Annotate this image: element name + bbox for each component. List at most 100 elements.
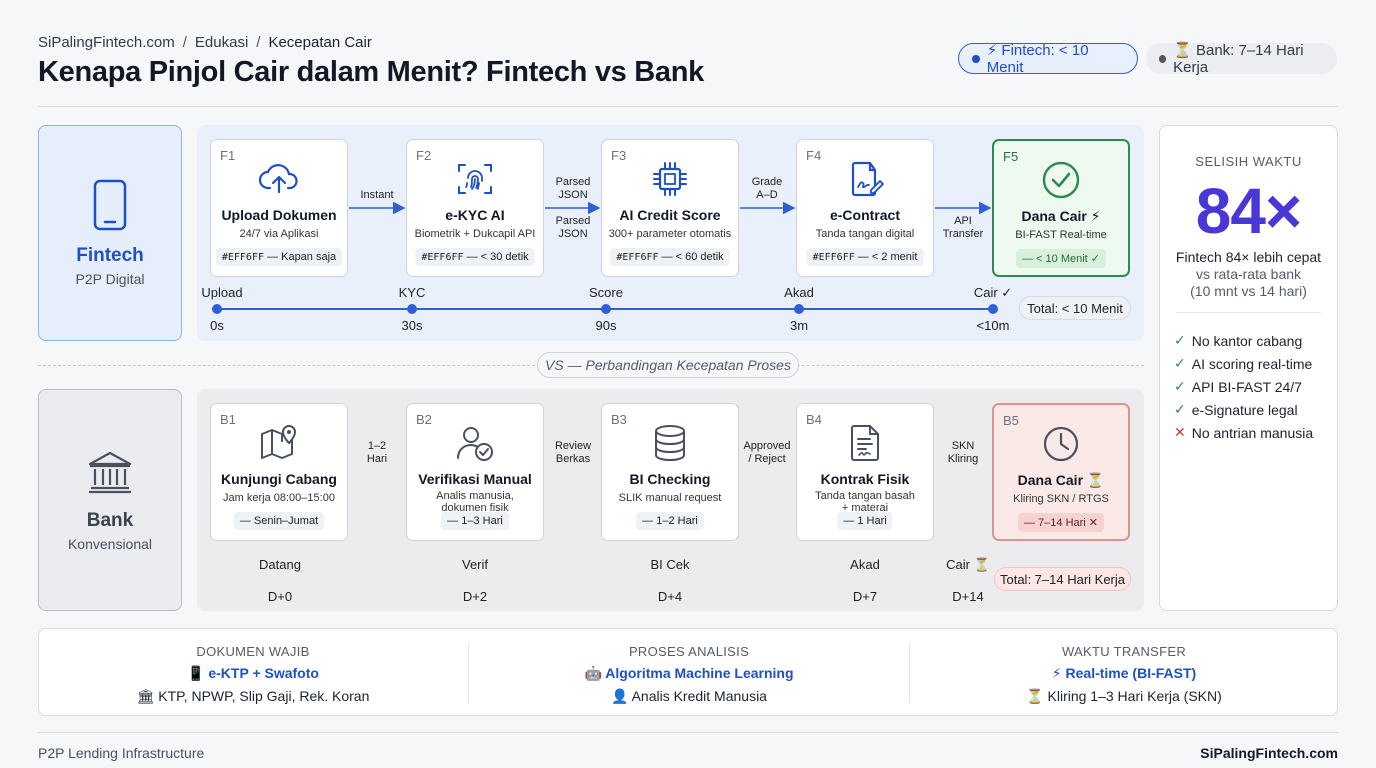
clock-icon: [1043, 426, 1079, 462]
step-desc: Jam kerja 08:00–15:00: [223, 492, 335, 504]
connector-label: Review Berkas: [554, 440, 592, 465]
bank-building-icon: [88, 451, 132, 494]
compare-column-transfer: WAKTU TRANSFER ⚡ Real-time (BI-FAST) ⏳ K…: [910, 629, 1338, 717]
compare-bank-value: ⏳ Kliring 1–3 Hari Kerja (SKN): [1026, 688, 1222, 704]
footer-tagline: P2P Lending Infrastructure: [38, 745, 205, 761]
panel-caption: (10 mnt vs 14 hari): [1190, 283, 1307, 299]
step-desc: 24/7 via Aplikasi: [239, 228, 319, 240]
step-code: B2: [416, 412, 432, 427]
timeline-label: BI Cek: [650, 557, 690, 572]
step-duration-chip: #EFF6FF — < 60 detik: [610, 248, 730, 266]
bank-lane-label: Bank Konvensional: [38, 389, 182, 611]
step-duration-chip: — 1–2 Hari: [636, 512, 704, 530]
timeline-label: Akad: [784, 285, 814, 300]
user-check-icon: [457, 427, 493, 461]
bank-lane-sub: Konvensional: [67, 536, 153, 552]
step-desc: SLIK manual request: [618, 492, 722, 504]
timeline-label: Akad: [850, 557, 880, 572]
timeline-label: KYC: [398, 285, 426, 300]
database-icon: [655, 425, 685, 462]
check-icon: ✓: [1174, 378, 1186, 394]
step-title: BI Checking: [629, 471, 711, 487]
bank-step-b5: B5 Dana Cair ⏳ Kliring SKN / RTGS — 7–14…: [992, 403, 1130, 541]
step-title: Dana Cair ⏳: [1017, 472, 1105, 488]
fintech-step-f5: F5 Dana Cair ⚡ BI-FAST Real-time — < 10 …: [992, 139, 1130, 277]
breadcrumb-separator: /: [256, 34, 261, 51]
fintech-step-f2: F2 e-KYC AI Biometrik + Dukcapil API #EF…: [406, 139, 544, 277]
connector-label: SKN Kliring: [947, 440, 979, 465]
step-code: B3: [611, 412, 627, 427]
check-icon: ✓: [1174, 401, 1186, 417]
connector-label: Parsed JSON: [555, 176, 591, 201]
compare-fintech-value: 📱 e-KTP + Swafoto: [187, 665, 319, 681]
breadcrumb-separator: /: [182, 34, 187, 51]
step-desc: Tanda tangan basah + materai: [815, 490, 915, 514]
step-code: F3: [611, 148, 627, 163]
timeline-label: Datang: [259, 557, 301, 572]
footer-divider: [38, 732, 1338, 733]
vs-label: VS — Perbandingan Kecepatan Proses: [537, 352, 799, 378]
check-icon: ✓: [1174, 355, 1186, 371]
timeline-time: 0s: [210, 318, 224, 333]
breadcrumb-section-link[interactable]: Edukasi: [194, 34, 249, 51]
step-duration-chip: — 1–3 Hari: [441, 512, 509, 530]
fintech-lane-label: Fintech P2P Digital: [38, 125, 182, 341]
document-sign-icon: [851, 425, 879, 461]
fintech-step-f3: F3 AI Credit Score 300+ parameter otomat…: [601, 139, 739, 277]
timeline-label: Cair ✓: [973, 285, 1013, 300]
cpu-chip-icon: [653, 162, 687, 196]
fintech-total-badge: Total: < 10 Menit: [1019, 296, 1131, 320]
step-code: F5: [1003, 149, 1019, 164]
compare-column-documents: DOKUMEN WAJIB 📱 e-KTP + Swafoto 🏛 KTP, N…: [39, 629, 467, 717]
timeline-time: D+2: [462, 589, 488, 604]
compare-heading: PROSES ANALISIS: [628, 644, 750, 659]
step-desc: BI-FAST Real-time: [1015, 229, 1107, 241]
step-code: B1: [220, 412, 236, 427]
step-duration-chip: #EFF6FF — Kapan saja: [215, 248, 343, 266]
compare-fintech-value: 🤖 Algoritma Machine Learning: [584, 665, 794, 681]
bank-speed-badge: ⏳ Bank: 7–14 Hari Kerja: [1146, 42, 1337, 76]
bank-step-b2: B2 Verifikasi Manual Analis manusia, dok…: [406, 403, 544, 541]
map-pin-icon: [261, 424, 297, 459]
bank-step-b1: B1 Kunjungi Cabang Jam kerja 08:00–15:00…: [210, 403, 348, 541]
check-icon: ✓: [1174, 332, 1186, 348]
timeline-label: Upload: [201, 285, 243, 300]
breadcrumb-site-link[interactable]: SiPalingFintech.com: [38, 34, 175, 51]
fintech-speed-badge: ⚡ Fintech: < 10 Menit: [958, 42, 1138, 76]
footer-brand-link[interactable]: SiPalingFintech.com: [1200, 745, 1338, 761]
timeline-time: 30s: [401, 318, 423, 333]
breadcrumb-current: Kecepatan Cair: [268, 34, 372, 51]
timeline-time: <10m: [976, 318, 1010, 333]
step-title: AI Credit Score: [619, 207, 721, 223]
compare-divider: [909, 643, 910, 703]
step-title: Verifikasi Manual: [418, 471, 532, 487]
fintech-step-f4: F4 e-Contract Tanda tangan digital #EFF6…: [796, 139, 934, 277]
timeline-time: D+14: [952, 589, 984, 604]
step-desc: Kliring SKN / RTGS: [1013, 493, 1109, 505]
compare-bank-value: 🏛 KTP, NPWP, Slip Gaji, Rek. Koran: [136, 688, 370, 704]
step-title: Dana Cair ⚡: [1021, 208, 1101, 224]
status-dot: [1159, 54, 1167, 63]
timeline-label: Verif: [461, 557, 488, 572]
bank-speed-text: ⏳ Bank: 7–14 Hari Kerja: [1173, 42, 1304, 76]
panel-caption: vs rata-rata bank: [1195, 266, 1302, 282]
compare-column-analysis: PROSES ANALISIS 🤖 Algoritma Machine Lear…: [469, 629, 909, 717]
step-duration-chip: — Senin–Jumat: [233, 512, 325, 530]
fintech-lane-sub: P2P Digital: [75, 271, 145, 287]
step-title: e-Contract: [829, 207, 900, 223]
panel-divider: [1176, 312, 1321, 313]
e-signature-icon: [851, 161, 884, 197]
list-item: ✓e-Signature legal: [1174, 401, 1298, 418]
cross-icon: ✕: [1174, 424, 1186, 440]
timeline-time: 3m: [789, 318, 809, 333]
fintech-speed-text: ⚡ Fintech: < 10 Menit: [986, 42, 1089, 76]
fingerprint-icon: [458, 164, 492, 194]
timeline-time: D+7: [852, 589, 878, 604]
timeline-time: D+0: [267, 589, 293, 604]
connector-label: 1–2 Hari: [366, 440, 388, 465]
breadcrumb: SiPalingFintech.com / Edukasi / Kecepata…: [38, 34, 372, 51]
connector-label: Parsed JSON: [555, 215, 591, 240]
step-duration-chip: #EFF6FF — < 2 menit: [806, 248, 924, 266]
step-code: F4: [806, 148, 822, 163]
step-desc: Analis manusia, dokumen fisik: [436, 490, 514, 514]
